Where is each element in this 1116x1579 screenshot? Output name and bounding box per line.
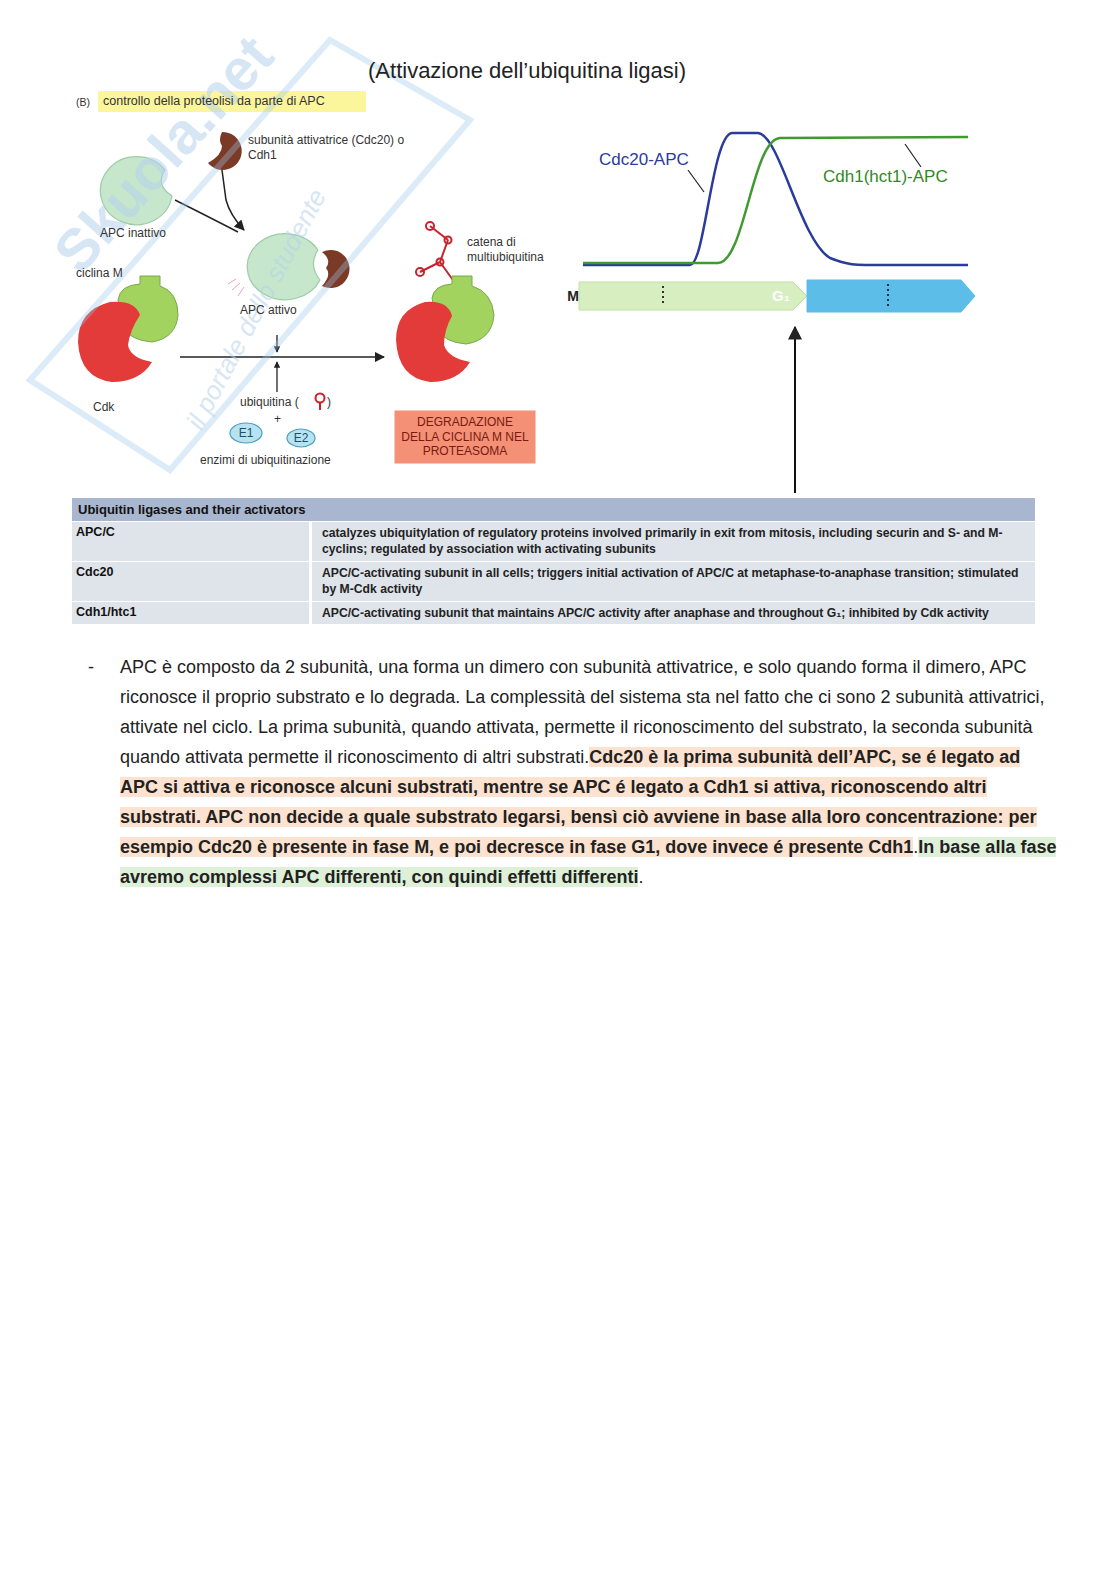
part-label: APC attivo (240, 303, 297, 317)
part-label: subunità attivatrice (Cdc20) o Cdh1 (248, 133, 428, 163)
ubiquitin-icon (316, 394, 325, 411)
table: Ubiquitin ligases and their activators A… (72, 498, 1035, 624)
table-cell: Cdc20 (76, 565, 305, 579)
table-cell: Cdh1/htc1 (76, 605, 305, 619)
part-label: catena di multiubiquitina (467, 235, 557, 265)
multiubiquitin-chain (416, 222, 455, 283)
table-cell: Ubiquitin ligases and their activators (78, 502, 1029, 517)
part-label: APC inattivo (100, 226, 166, 240)
bullet: - (88, 652, 94, 682)
leader (905, 144, 921, 167)
cdk (396, 302, 470, 382)
cdh1-curve (583, 137, 968, 263)
table-cell: APC/C-activating subunit that maintains … (322, 605, 1027, 621)
table-cell: APC/C-activating subunit in all cells; t… (322, 565, 1027, 598)
curve-label: Cdh1(hct1)-APC (821, 167, 950, 187)
paragraph: APC è composto da 2 subunità, una forma … (120, 652, 1060, 892)
curve-label: Cdc20-APC (597, 150, 691, 170)
table-header: Ubiquitin ligases and their activators (72, 498, 1035, 521)
part-label: Cdk (93, 400, 114, 414)
node-text: G₁ (772, 287, 790, 305)
panel-heading: controllo della proteolisi da parte di A… (103, 94, 325, 108)
panel-letter: (B) (76, 96, 90, 108)
cdc20-curve (583, 133, 968, 265)
paragraph-text: . (638, 867, 643, 887)
part-label: ciclina M (76, 266, 123, 280)
pointer-arrow (794, 327, 796, 493)
outcome-box: DEGRADAZIONE DELLA CICLINA M NEL PROTEAS… (395, 411, 535, 463)
plus-sign: + (274, 412, 281, 426)
part-label: enzimi di ubiquitinazione (200, 453, 331, 467)
phase-band: G₁ (807, 280, 975, 312)
table-row: APC/C catalyzes ubiquitylation of regulat… (72, 521, 1035, 561)
part-label: ) (327, 395, 331, 409)
table-row: Cdc20 APC/C-activating subunit in all cel… (72, 561, 1035, 601)
node-text: E2 (294, 431, 309, 445)
table-cell: APC/C (76, 525, 305, 539)
node-text: E1 (239, 426, 254, 440)
enzyme-circle: E2 (286, 428, 316, 448)
table-cell: catalyzes ubiquitylation of regulatory p… (322, 525, 1027, 558)
enzyme-circle: E1 (229, 422, 263, 444)
node-shape (807, 280, 975, 312)
node-text: M (567, 288, 579, 305)
leader (688, 170, 704, 192)
table-row: Cdh1/htc1 APC/C-activating subunit that m… (72, 601, 1035, 624)
title: (Attivazione dell’ubiquitina ligasi) (0, 58, 1054, 84)
part-label: ubiquitina ( (240, 395, 299, 409)
node-text: DEGRADAZIONE DELLA CICLINA M NEL PROTEAS… (401, 415, 529, 458)
